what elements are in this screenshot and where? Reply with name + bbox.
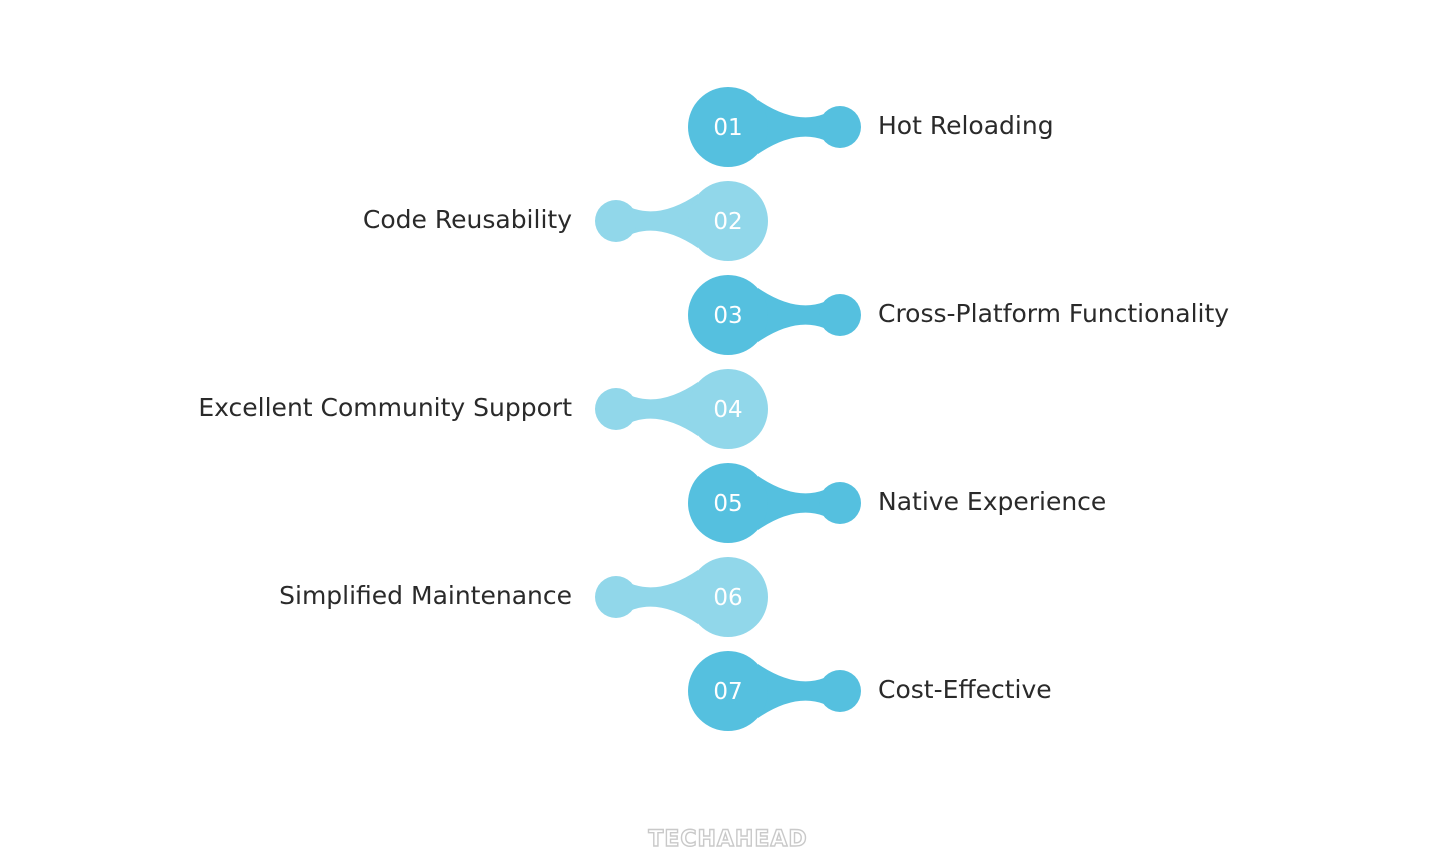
node-circle — [688, 557, 768, 637]
node-04: 04 Excellent Community Support — [198, 369, 768, 449]
techahead-logo: TECHAHEAD — [648, 827, 807, 852]
node-connector — [758, 100, 824, 154]
node-tip-circle — [595, 200, 637, 242]
node-tip-circle — [595, 576, 637, 618]
node-05: 05 Native Experience — [688, 463, 1106, 543]
node-07: 07 Cost-Effective — [688, 651, 1052, 731]
node-tip-circle — [819, 482, 861, 524]
node-connector — [632, 382, 698, 436]
node-03: 03 Cross-Platform Functionality — [688, 275, 1229, 355]
node-number: 01 — [713, 115, 742, 141]
node-tip-circle — [819, 670, 861, 712]
item-label: Code Reusability — [363, 205, 572, 234]
node-connector — [758, 288, 824, 342]
item-label: Excellent Community Support — [198, 393, 572, 422]
node-connector — [632, 194, 698, 248]
item-label: Cost-Effective — [878, 675, 1052, 704]
node-tip-circle — [819, 294, 861, 336]
item-label: Cross-Platform Functionality — [878, 299, 1229, 328]
node-number: 03 — [713, 303, 742, 329]
node-circle — [688, 369, 768, 449]
node-number: 06 — [713, 585, 742, 611]
node-tip-circle — [595, 388, 637, 430]
item-label: Simplified Maintenance — [279, 581, 572, 610]
node-circle — [688, 181, 768, 261]
node-circle — [688, 275, 768, 355]
node-01: 01 Hot Reloading — [688, 87, 1054, 167]
node-02: 02 Code Reusability — [363, 181, 768, 261]
node-number: 02 — [713, 209, 742, 235]
node-connector — [758, 476, 824, 530]
node-number: 04 — [713, 397, 742, 423]
item-label: Hot Reloading — [878, 111, 1054, 140]
node-number: 05 — [713, 491, 742, 517]
diagram-nodes: 01 Hot Reloading 02 Code Reusability 03 Cross… — [198, 87, 1229, 731]
node-connector — [758, 664, 824, 718]
node-number: 07 — [713, 679, 742, 705]
item-label: Native Experience — [878, 487, 1106, 516]
node-06: 06 Simplified Maintenance — [279, 557, 768, 637]
node-circle — [688, 651, 768, 731]
node-circle — [688, 463, 768, 543]
node-tip-circle — [819, 106, 861, 148]
node-circle — [688, 87, 768, 167]
node-connector — [632, 570, 698, 624]
